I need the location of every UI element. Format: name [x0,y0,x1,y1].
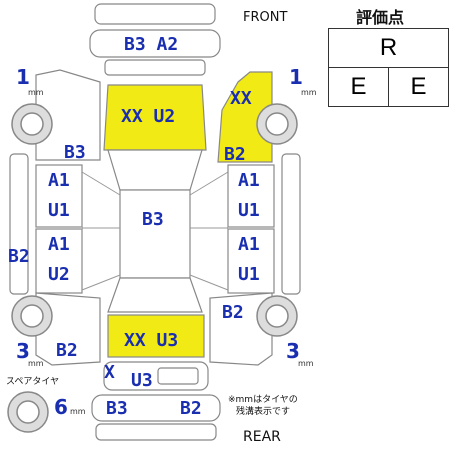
fl-door-code1: A1 [48,170,70,191]
front-left-rim [20,112,44,136]
rr-door-code2: U1 [238,264,260,285]
a-pillar-left [81,171,121,196]
mm-note-line2: 残溝表示です [236,405,290,417]
hood-panel [103,84,207,151]
rear-x-code: X [104,362,115,383]
rear-window [107,277,203,313]
front-bumper-code: B3 A2 [124,34,178,55]
left-quarter-code: B2 [56,340,78,361]
license-plate [157,367,199,385]
rear-left-door [35,228,83,294]
front-bumper [89,29,221,58]
front-grille [94,3,216,25]
left-sill [9,153,29,295]
mm-unit-rl: mm [28,359,44,368]
front-left-door [35,164,83,228]
mm-unit-fr: mm [301,88,317,97]
grade-title: 評価点 [356,8,405,27]
spare-rim [16,400,40,424]
rear-right-tire-mm: 3 [286,339,300,363]
right-fender-xx: XX [230,88,252,109]
mm-unit-spare: mm [70,407,86,416]
rear-right-quarter [209,292,273,366]
right-sill [281,153,301,295]
spare-tire-label: スペアタイヤ [6,376,59,387]
spare-tire-mm: 6 [54,395,68,419]
rear-left-tire-mm: 3 [16,339,30,363]
mm-unit-rr: mm [298,359,314,368]
front-label: FRONT [243,10,287,25]
rl-door-code2: U2 [48,264,70,285]
mm-note-line1: ※mmはタイヤの [228,394,298,405]
interior-grade: E [328,67,389,107]
exterior-grade: E [388,67,449,107]
rl-door-code1: A1 [48,234,70,255]
rear-bumper-right-code: B2 [180,398,202,419]
fl-door-code2: U1 [48,200,70,221]
windshield [107,149,203,191]
a-pillar-right [189,171,229,196]
front-left-fender [35,69,101,161]
right-fender-b2: B2 [224,144,246,165]
left-fender-code: B3 [64,142,86,163]
rear-bumper-left-code: B3 [106,398,128,419]
grade-table: R E E [328,28,449,107]
roof-code: B3 [142,209,164,230]
mm-unit-fl: mm [28,88,44,97]
right-quarter-code: B2 [222,302,244,323]
front-right-tire-mm: 1 [289,65,303,89]
rear-diffuser [95,423,217,441]
overall-grade: R [328,28,449,68]
rear-label: REAR [243,429,281,445]
rear-right-rim [265,304,289,328]
rr-door-code1: A1 [238,234,260,255]
left-sill-code: B2 [8,246,30,267]
c-pillar-right [189,274,229,291]
fr-door-code2: U1 [238,200,260,221]
rear-right-door [227,228,275,294]
hood-code: XX U2 [121,106,175,127]
front-right-door [227,164,275,228]
trunk-code: XX U3 [124,330,178,351]
c-pillar-left [81,274,121,291]
trunk-lid [107,314,205,358]
front-left-tire-mm: 1 [16,65,30,89]
rear-u3-code: U3 [131,370,153,391]
front-right-fender [217,71,273,163]
front-lip [104,59,206,76]
roof-panel [119,189,191,279]
fr-door-code1: A1 [238,170,260,191]
rear-left-rim [20,304,44,328]
front-right-rim [265,112,289,136]
rear-bumper [91,394,221,422]
